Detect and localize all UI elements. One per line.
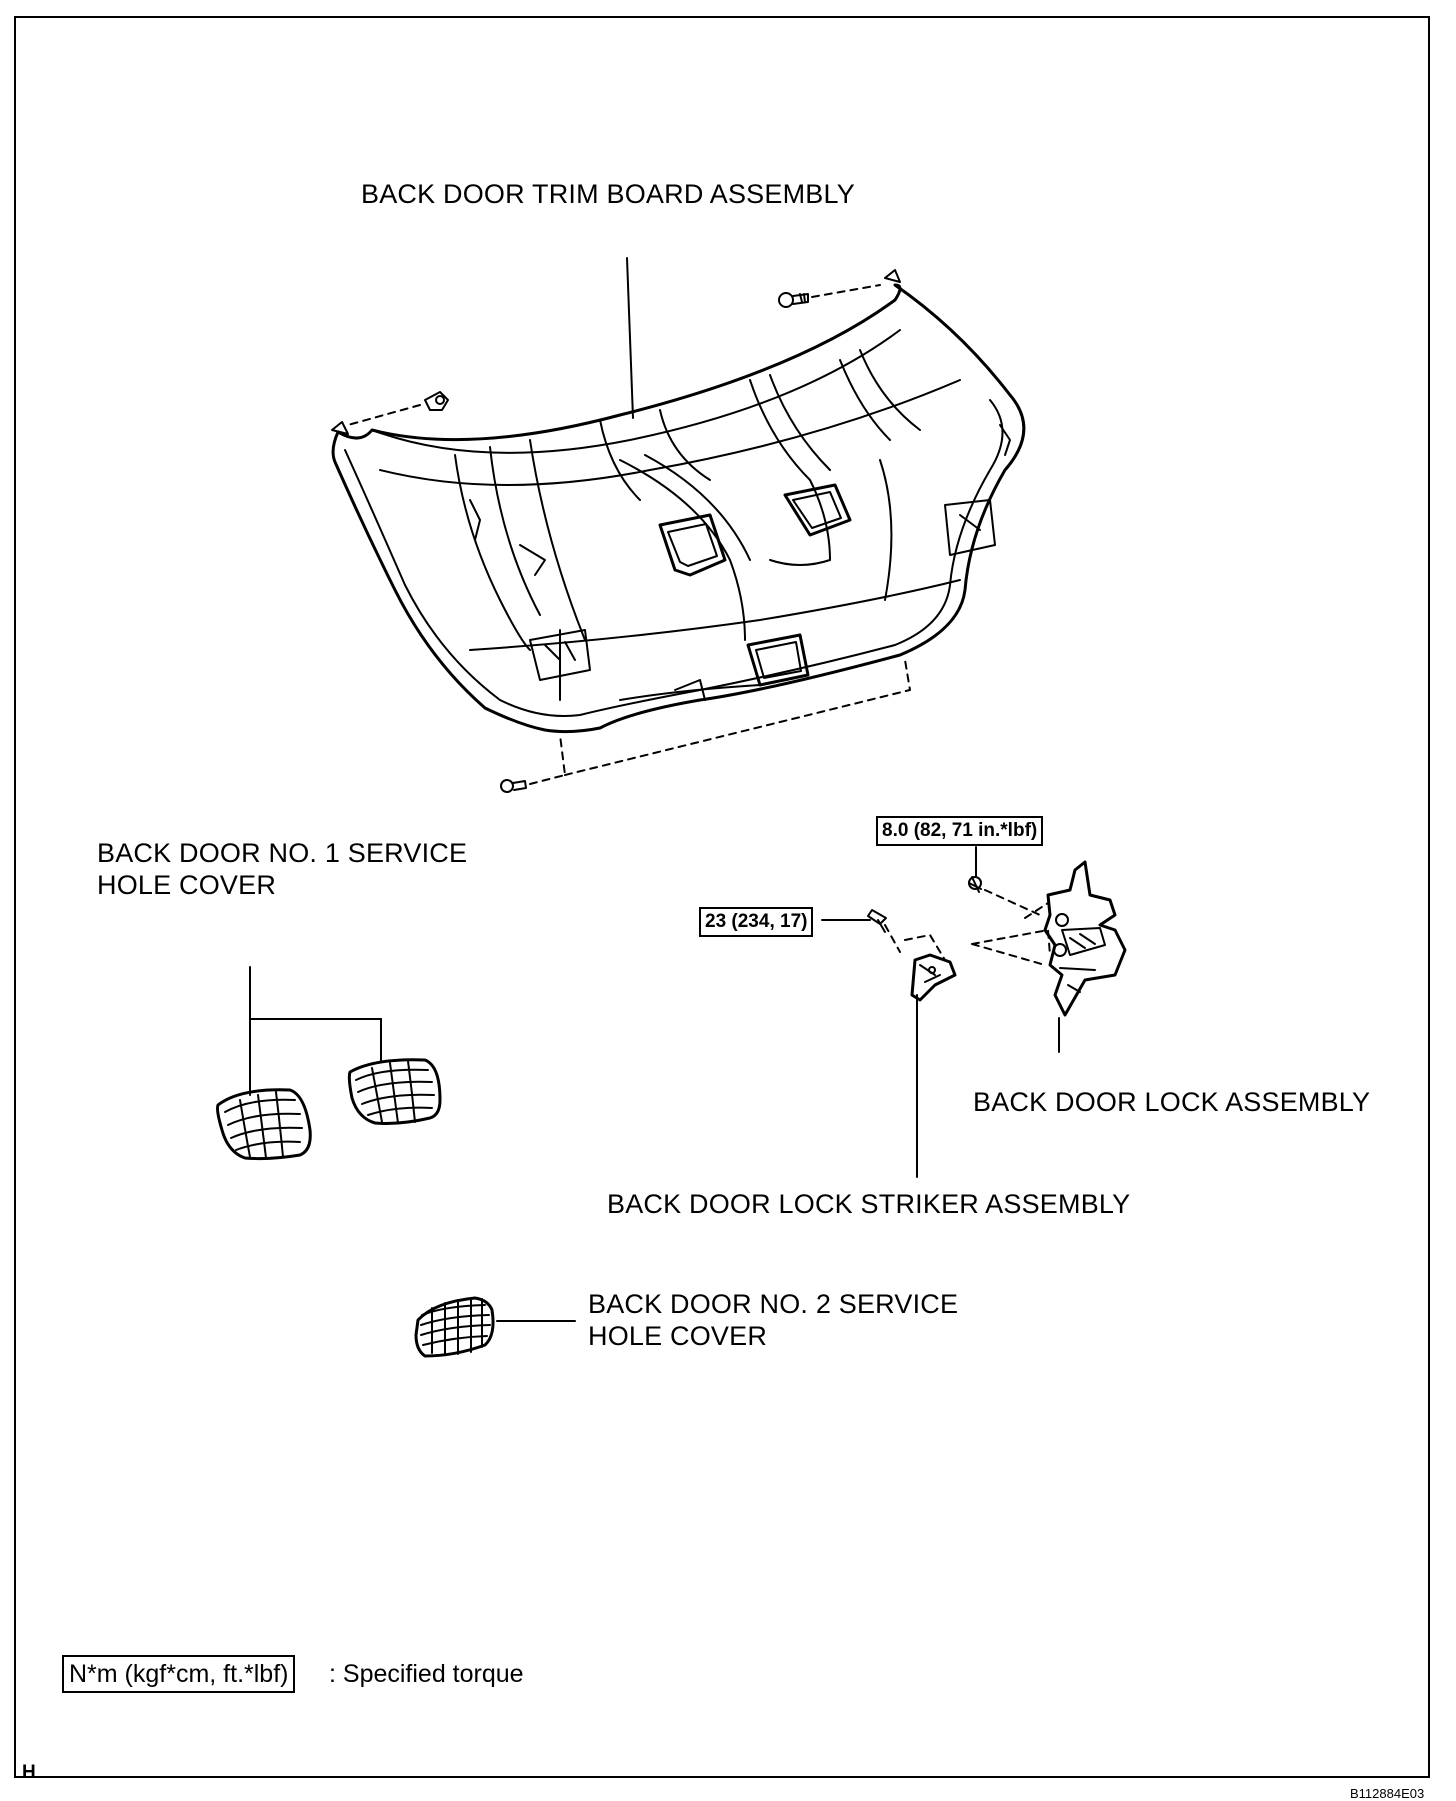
clip-top-left (331, 391, 449, 435)
torque-legend-text: : Specified torque (329, 1660, 524, 1688)
lock-assembly-drawing (1043, 860, 1127, 1017)
clip-top-right (778, 269, 901, 308)
torque-legend-box: N*m (kgf*cm, ft.*lbf) (62, 1655, 296, 1693)
service-hole-1-label-line2: HOLE COVER (97, 870, 277, 900)
striker-bolt-torque: 23 (234, 17) (699, 907, 814, 937)
service-hole-cover-2 (414, 1296, 495, 1358)
lock-striker-label: BACK DOOR LOCK STRIKER ASSEMBLY (607, 1189, 1131, 1219)
lock-bolt (968, 876, 1041, 916)
trim-board-leader (626, 257, 634, 419)
diagram-frame (14, 16, 1430, 1778)
lock-dashed-guide (971, 902, 1051, 966)
lock-striker-drawing (910, 953, 957, 1002)
lock-assembly-label: BACK DOOR LOCK ASSEMBLY (973, 1087, 1371, 1117)
lock-bolt-torque: 8.0 (82, 71 in.*lbf) (876, 816, 1044, 846)
figure-code: B112884E03 (1350, 1786, 1425, 1801)
service-hole-2-label-line1: BACK DOOR NO. 2 SERVICE (588, 1289, 959, 1319)
trim-board-drawing (331, 283, 1026, 734)
striker-bolt (867, 909, 887, 933)
service-hole-cover-1b (347, 1058, 442, 1125)
clip-bottom (500, 659, 911, 793)
service-hole-2-label-line2: HOLE COVER (588, 1321, 768, 1351)
striker-dashed-guide (884, 924, 946, 961)
service-hole-1-leader (249, 966, 382, 1096)
section-letter: H (22, 1762, 36, 1783)
trim-board-label: BACK DOOR TRIM BOARD ASSEMBLY (361, 179, 855, 209)
service-hole-cover-1a (216, 1088, 312, 1161)
service-hole-1-label-line1: BACK DOOR NO. 1 SERVICE (97, 838, 468, 868)
